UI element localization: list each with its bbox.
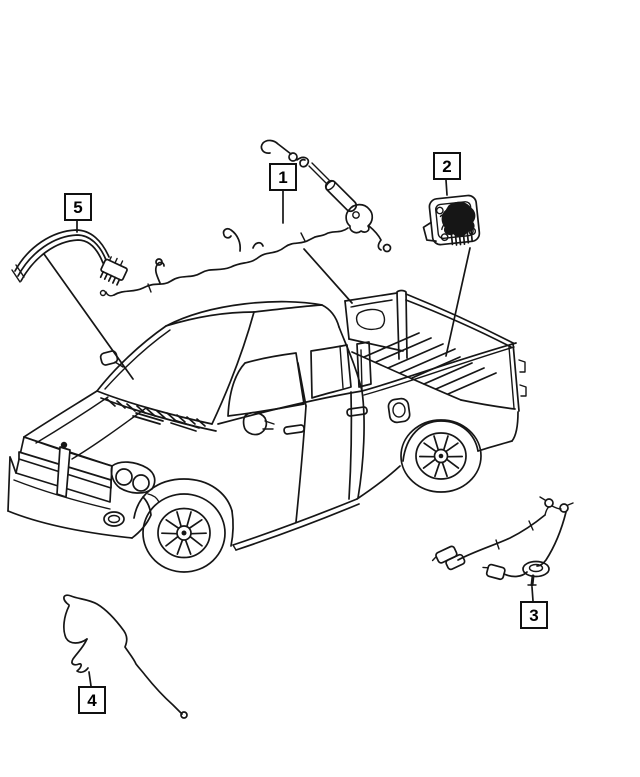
callout-box-2[interactable]: 2	[433, 152, 461, 180]
callout-box-4[interactable]: 4	[78, 686, 106, 714]
part-3-rear-harness	[431, 496, 574, 587]
front-door-window	[227, 352, 305, 417]
truck-front-end	[7, 390, 234, 573]
part-1-chassis-harness	[99, 139, 392, 297]
callout-box-5[interactable]: 5	[64, 193, 92, 221]
rear-door-window	[310, 344, 352, 399]
rear-door-handle	[346, 406, 368, 417]
leader-4-box	[88, 671, 92, 687]
grommet	[522, 560, 550, 587]
leader-2-to-truck	[445, 247, 471, 357]
leader-2-box	[445, 179, 448, 196]
headlight	[110, 461, 160, 503]
callout-label-2: 2	[442, 156, 452, 176]
truck-cab	[96, 300, 372, 551]
cable-connector	[99, 256, 128, 286]
leader-lines	[43, 179, 534, 687]
rear-wheel	[400, 419, 482, 493]
front-bumper	[7, 456, 152, 539]
callout-label-5: 5	[73, 197, 83, 217]
callout-box-1[interactable]: 1	[269, 163, 297, 191]
leader-1-to-truck	[303, 248, 353, 304]
quarter-window	[356, 341, 372, 388]
front-wheel	[142, 493, 226, 573]
ram-emblem	[60, 441, 68, 449]
part-2-connector	[422, 194, 481, 246]
leader-3-box	[531, 586, 534, 602]
front-door-handle	[283, 424, 305, 435]
truck-drawing	[7, 289, 527, 573]
part-5-cable	[11, 229, 128, 286]
leader-5-to-truck	[43, 253, 134, 380]
truck-bed	[344, 289, 527, 500]
side-mirror	[242, 411, 275, 436]
fog-lamp	[103, 511, 125, 527]
far-side-mirror	[99, 350, 124, 368]
grille	[15, 436, 113, 503]
part-4-antenna-cable	[63, 594, 188, 719]
callout-label-3: 3	[529, 605, 539, 625]
fuel-door	[387, 397, 411, 424]
callout-label-1: 1	[278, 167, 288, 187]
wiper-cowl-hatch	[106, 398, 206, 432]
callout-box-3[interactable]: 3	[520, 601, 548, 629]
callout-label-4: 4	[87, 690, 97, 710]
